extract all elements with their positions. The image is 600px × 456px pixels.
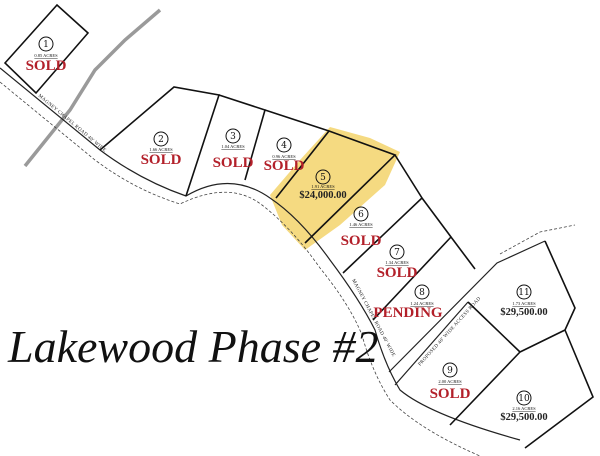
lot-number-circle xyxy=(353,206,369,222)
lots-5-8-boundary[interactable] xyxy=(304,130,476,321)
lot-number-circle xyxy=(225,128,241,144)
lot-10[interactable]: 10 2.16 ACRES$29,500.00 xyxy=(500,390,548,423)
lot-acres: 1.66 ACRES xyxy=(149,147,173,152)
lot-number-circle xyxy=(516,390,532,406)
lot-number: 6 xyxy=(358,210,364,220)
lot-number-circle xyxy=(516,284,532,300)
lot-acres: 1.34 ACRES xyxy=(385,260,409,265)
lot-number: 8 xyxy=(419,288,425,298)
lot-acres: 1.46 ACRES xyxy=(349,222,373,227)
lot-number-circle xyxy=(315,169,331,185)
creek xyxy=(23,8,162,168)
lot-number: 11 xyxy=(518,288,529,298)
lot-number-circle xyxy=(442,362,458,378)
lot-status: SOLD xyxy=(377,265,418,281)
lot-acres: 1.24 ACRES xyxy=(410,301,434,306)
lot-number-circle xyxy=(276,137,292,153)
lot-status: PENDING xyxy=(373,305,443,321)
magney-chapel-road-centerline xyxy=(0,81,481,456)
lot-number: 1 xyxy=(43,40,49,50)
access-road-edge xyxy=(388,240,546,373)
magney-chapel-road-edge xyxy=(0,67,521,441)
lot-number: 9 xyxy=(447,366,453,376)
lot-6[interactable]: 6 1.46 ACRES SOLD xyxy=(341,206,382,249)
lot-status: SOLD xyxy=(141,152,182,168)
lot-3[interactable]: 3 1.04 ACRES SOLD xyxy=(213,128,254,171)
access-road-dashed xyxy=(499,224,576,255)
lot-acres: 0.96 ACRES xyxy=(272,154,296,159)
lot-number: 5 xyxy=(320,173,326,183)
access-road-edge xyxy=(394,301,469,386)
lot-number-circle xyxy=(389,244,405,260)
lot-acres: 1.04 ACRES xyxy=(221,144,245,149)
lot-price: $24,000.00 xyxy=(299,190,346,201)
lot-2-boundary[interactable] xyxy=(99,86,221,197)
lot-price: $29,500.00 xyxy=(500,412,547,423)
lot-status: SOLD xyxy=(213,155,254,171)
lot-1-boundary[interactable] xyxy=(3,3,90,95)
lot-acres: 2.16 ACRES xyxy=(512,406,536,411)
main-road-label: MAGNEY CHAPEL ROAD 40' WIDE xyxy=(37,94,107,154)
lot-status: SOLD xyxy=(430,386,471,402)
lot-number: 4 xyxy=(281,141,287,151)
lot-number: 3 xyxy=(230,132,236,142)
lot-11[interactable]: 11 1.73 ACRES$29,500.00 xyxy=(500,284,548,318)
lot-status: SOLD xyxy=(26,58,67,74)
lot-acres: 1.73 ACRES xyxy=(512,301,536,306)
lot-5-highlight xyxy=(270,127,400,250)
lot-status: SOLD xyxy=(264,158,305,174)
page-title: Lakewood Phase #2 xyxy=(8,321,379,372)
lot-acres: 0.85 ACRES xyxy=(34,53,58,58)
lot-number: 10 xyxy=(518,394,530,404)
lot-acres: 2.00 ACRES xyxy=(438,379,462,384)
lot-5[interactable]: 51.91 ACRES$24,000.00 xyxy=(299,169,347,201)
lot-number: 2 xyxy=(158,135,164,145)
lot-price: $29,500.00 xyxy=(500,307,547,318)
lots-9-11-boundary[interactable] xyxy=(449,240,594,449)
lot-acres: 1.91 ACRES xyxy=(311,184,335,189)
lot-number-circle xyxy=(38,36,54,52)
lot-number: 7 xyxy=(394,248,400,258)
lot-9[interactable]: 9 2.00 ACRES SOLD xyxy=(430,362,471,402)
lot-number-circle xyxy=(153,131,169,147)
lot-status: SOLD xyxy=(341,233,382,249)
lot-number-circle xyxy=(414,284,430,300)
